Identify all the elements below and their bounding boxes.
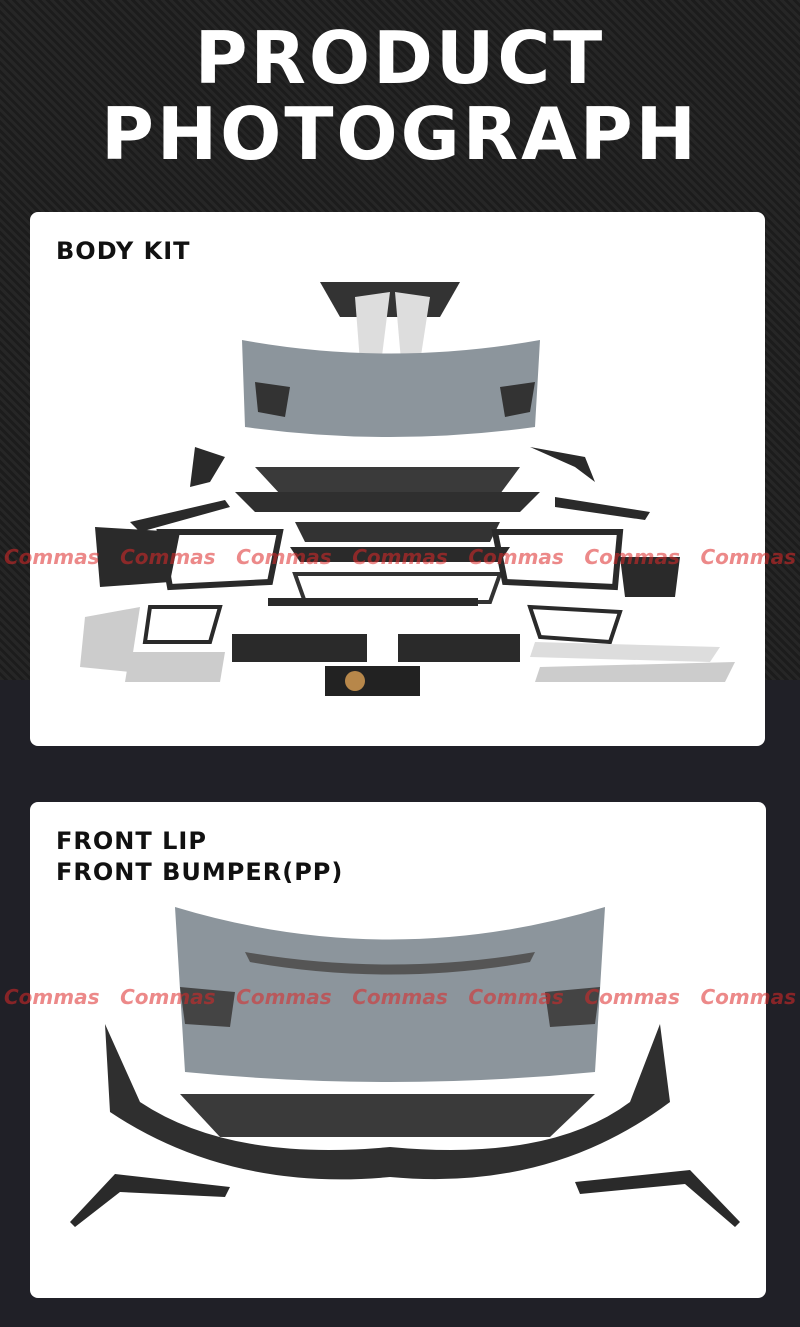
front-lip-card: FRONT LIP FRONT BUMPER(PP) bbox=[30, 802, 766, 1298]
card-title-line1: FRONT LIP bbox=[56, 827, 207, 855]
card-title-line2: FRONT BUMPER(PP) bbox=[56, 858, 344, 886]
body-kit-photo bbox=[80, 282, 735, 696]
front-bumper-photo bbox=[70, 907, 740, 1227]
body-kit-card: BODY KIT bbox=[30, 212, 765, 746]
card-title: BODY KIT bbox=[56, 237, 191, 265]
header-title-line1: PRODUCT bbox=[194, 16, 606, 100]
header-title-line2: PHOTOGRAPH bbox=[101, 92, 699, 176]
